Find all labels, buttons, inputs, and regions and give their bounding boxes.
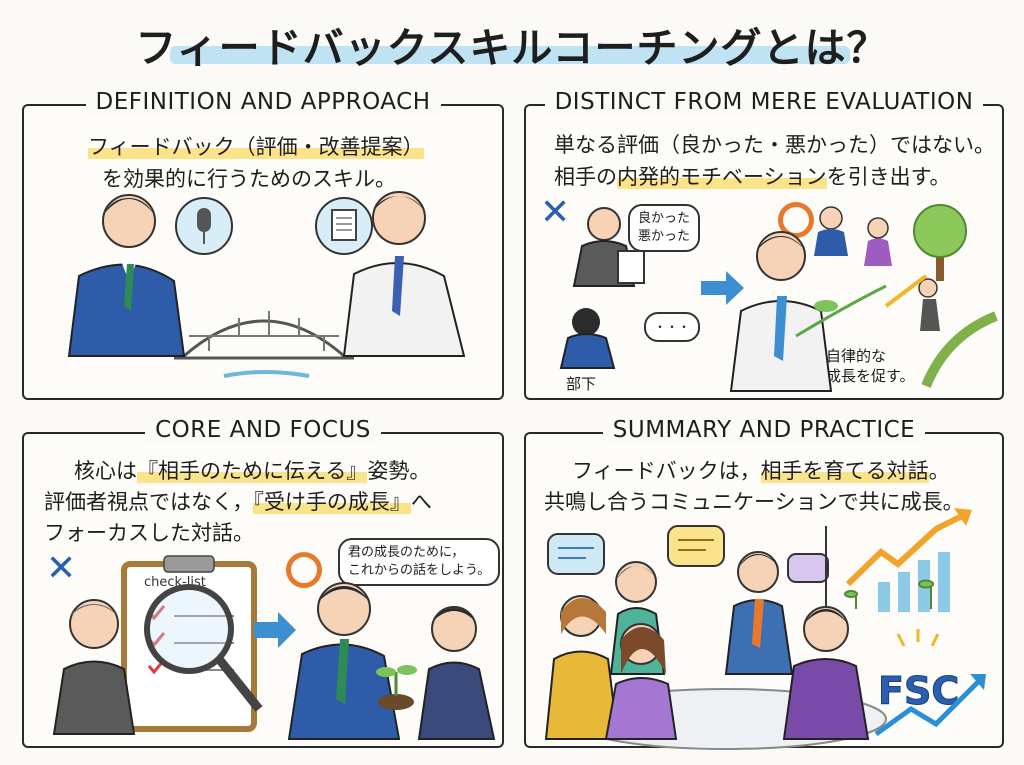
core-highlight-2: 『受け手の成長』	[253, 490, 411, 514]
summary-line1-pre: フィードバックは，	[572, 459, 761, 483]
core-line3: フォーカスした対話。	[44, 521, 254, 545]
definition-line2: を効果的に行うためのスキル。	[102, 167, 396, 191]
panel-heading-definition: DEFINITION AND APPROACH	[95, 89, 431, 115]
distinct-illustration	[559, 204, 998, 392]
title-highlight	[170, 46, 850, 64]
core-line2: 評価者視点ではなく，『受け手の成長』へ	[44, 487, 432, 518]
summary-line1-post: 。	[928, 459, 950, 483]
panel-definition: DEFINITION AND APPROACH フィードバック（評価・改善提案）…	[22, 89, 504, 400]
panel-distinct: DISTINCT FROM MERE EVALUATION 単なる評価（良かった…	[524, 89, 1004, 400]
panel-heading-summary: SUMMARY AND PRACTICE	[612, 417, 916, 443]
summary-illustration: FSC	[544, 508, 986, 750]
panel-core: CORE AND FOCUS 核心は『相手のために伝える』姿勢。 評価者視点では…	[22, 417, 504, 748]
wrong-mark-icon: ✕	[540, 192, 571, 233]
core-illustration: check-list	[52, 555, 496, 740]
distinct-line2-pre: 相手の	[554, 165, 617, 189]
correct-mark-icon	[778, 202, 814, 238]
panel-heading-wrap: DISTINCT FROM MERE EVALUATION	[526, 89, 1002, 115]
panel-heading-distinct: DISTINCT FROM MERE EVALUATION	[554, 89, 974, 115]
panel-heading-wrap: SUMMARY AND PRACTICE	[526, 417, 1002, 443]
distinct-line1: 単なる評価（良かった・悪かった）ではない。	[554, 133, 995, 157]
evaluation-bubble: 良かった 悪かった	[628, 204, 701, 252]
core-line1: 核心は『相手のために伝える』姿勢。	[74, 456, 430, 487]
subordinate-label: 部下	[566, 375, 597, 393]
core-highlight-1: 『相手のために伝える』	[137, 459, 368, 483]
silence-bubble: ・・・	[644, 312, 701, 342]
panel-summary: SUMMARY AND PRACTICE フィードバックは，相手を育てる対話。 …	[524, 417, 1004, 750]
panel-heading-wrap: DEFINITION AND APPROACH	[24, 89, 502, 115]
autonomy-caption: 自律的な 成長を促す。	[826, 347, 915, 385]
distinct-line2: 相手の内発的モチベーションを引き出す。	[554, 162, 951, 193]
core-line1-post: 姿勢。	[367, 459, 431, 483]
core-line2-pre: 評価者視点ではなく，	[44, 490, 254, 514]
summary-line1: フィードバックは，相手を育てる対話。	[572, 456, 950, 487]
distinct-highlight: 内発的モチベーション	[617, 165, 827, 189]
core-line1-pre: 核心は	[74, 459, 137, 483]
fsc-logo: FSC	[878, 669, 959, 713]
wrong-mark-icon: ✕	[46, 548, 77, 589]
page-title: フィードバックスキルコーチングとは？	[135, 24, 889, 72]
summary-highlight: 相手を育てる対話	[760, 459, 929, 483]
correct-mark-icon	[286, 552, 322, 588]
definition-line1: フィードバック（評価・改善提案）	[88, 132, 424, 163]
definition-illustration	[67, 191, 466, 378]
definition-highlight: フィードバック（評価・改善提案）	[88, 135, 424, 159]
panel-heading-core: CORE AND FOCUS	[155, 417, 371, 443]
panel-heading-wrap: CORE AND FOCUS	[24, 417, 502, 443]
distinct-line2-post: を引き出す。	[826, 165, 951, 189]
summary-line2: 共鳴し合うコミュニケーションで共に成長。	[544, 490, 964, 514]
title-wrap: フィードバックスキルコーチングとは？	[0, 14, 1024, 74]
core-line2-post: へ	[410, 490, 432, 514]
growth-bubble: 君の成長のために， これからの話をしよう。	[338, 538, 501, 586]
